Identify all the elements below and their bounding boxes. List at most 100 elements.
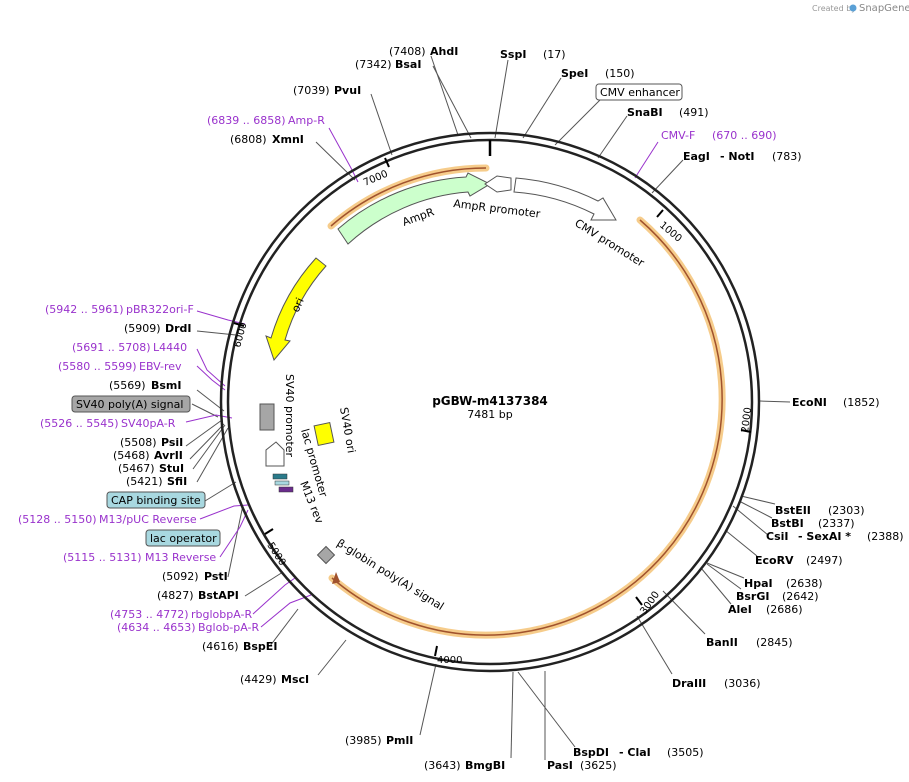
orf-arrowhead [332,572,340,584]
sexai-name[interactable]: - SexAI * [798,530,851,543]
sspi-name[interactable]: SspI [500,48,526,61]
psti-name[interactable]: PstI [204,570,228,583]
bglobin-box[interactable] [316,545,336,565]
bsmi-name[interactable]: BsmI [151,379,182,392]
plasmid-length: 7481 bp [467,408,512,421]
csii-name[interactable]: CsiI [766,530,788,543]
sv40-polya-badge[interactable]: SV40 poly(A) signal [71,395,191,413]
bsrgi-pos: (2642) [782,590,819,603]
pasi-name[interactable]: PasI [547,759,573,772]
pvui-name[interactable]: PvuI [334,84,361,97]
sspi-pos: (17) [543,48,566,61]
ori-arrow[interactable] [265,257,327,362]
bsrgi-name[interactable]: BsrGI [736,590,769,603]
econi-name[interactable]: EcoNI [792,396,827,409]
clai-name[interactable]: - ClaI [619,746,651,759]
xmni-pos: (6808) [230,133,267,146]
drdi-name[interactable]: DrdI [165,322,192,335]
rbglob-pos: (4753 .. 4772) [110,608,189,621]
brand-text: SnapGene [859,3,909,14]
xmni-name[interactable]: XmnI [272,133,304,146]
m13puc-name[interactable]: M13/pUC Reverse [99,513,197,526]
sv40-polya-box[interactable] [259,403,275,431]
sfii-name[interactable]: SfiI [167,475,187,488]
lac-operator-badge[interactable]: lac operator [145,529,221,547]
sv40-promoter-label: SV40 promoter [283,374,296,458]
sv40-ori-label: SV40 ori [337,406,358,454]
alei-name[interactable]: AleI [728,603,752,616]
avrii-name[interactable]: AvrII [154,449,183,462]
sv40par-pos: (5526 .. 5545) [40,417,119,430]
cap-binding-label: CAP binding site [111,494,201,507]
bglob-name[interactable]: Bglob-pA-R [198,621,260,634]
m13rev-name[interactable]: M13 Reverse [145,551,216,564]
eagi-pos: (783) [772,150,802,163]
sv40-promoter-arrow[interactable] [265,441,285,467]
cmv-enhancer-label: CMV enhancer [600,86,680,99]
snabi-name[interactable]: SnaBI [627,106,663,119]
bmgbi-name[interactable]: BmgBI [465,759,505,772]
spei-name[interactable]: SpeI [561,67,588,80]
hpai-name[interactable]: HpaI [744,577,773,590]
bspdi-name[interactable]: BspDI [573,746,609,759]
bstapi-pos: (4827) [157,589,194,602]
lac-operator-box[interactable] [274,480,290,486]
ecorv-name[interactable]: EcoRV [755,554,794,567]
stui-name[interactable]: StuI [159,462,184,475]
spei-pos: (150) [605,67,635,80]
ampr-primer-pos: (6839 .. 6858) [207,114,286,127]
label-leaders [185,55,791,760]
pmli-name[interactable]: PmlI [386,734,413,747]
l4440-name[interactable]: L4440 [153,341,187,354]
ampr-promoter-label: AmpR promoter [453,197,542,221]
draiii-pos: (3036) [724,677,761,690]
tick-marks [233,157,752,657]
tick-4000: 4000 [437,655,462,666]
ebvrev-pos: (5580 .. 5599) [58,360,137,373]
cmv-promoter-arrow[interactable] [513,177,617,221]
plasmid-name: pGBW-m4137384 [432,394,548,408]
sv40-ori-box[interactable] [313,421,335,447]
m13rev-pos: (5115 .. 5131) [63,551,142,564]
psii-pos: (5508) [120,436,157,449]
bspei-name[interactable]: BspEI [243,640,277,653]
draiii-name[interactable]: DraIII [672,677,706,690]
sv40par-name[interactable]: SV40pA-R [121,417,176,430]
bspei-pos: (4616) [202,640,239,653]
lac-promoter-box[interactable] [272,473,288,480]
alei-pos: (2686) [766,603,803,616]
ampr-arrow[interactable] [337,172,492,245]
ebvrev-name[interactable]: EBV-rev [139,360,182,373]
sfii-pos: (5421) [126,475,163,488]
psii-name[interactable]: PsiI [161,436,183,449]
msci-pos: (4429) [240,673,277,686]
cmv-promoter-label: CMV promoter [572,217,646,270]
bstapi-name[interactable]: BstAPI [198,589,239,602]
tick-6000: 6000 [232,321,249,348]
orf-line-top [330,167,487,227]
econi-pos: (1852) [843,396,880,409]
ampr-promoter-arrow[interactable] [484,175,512,193]
ampr-primer-name[interactable]: Amp-R [288,114,325,127]
pmli-pos: (3985) [345,734,382,747]
noti-name[interactable]: - NotI [720,150,755,163]
bstbi-name[interactable]: BstBI [771,517,804,530]
cmvf-name[interactable]: CMV-F [661,129,695,142]
cmv-enhancer-badge[interactable]: CMV enhancer [595,83,683,101]
pasi-pos: (3625) [580,759,617,772]
rbglob-name[interactable]: rbglobpA-R [191,608,252,621]
pbr322-name[interactable]: pBR322ori-F [126,303,194,316]
bsai-name[interactable]: BsaI [395,58,421,71]
backbone-outer [219,131,761,673]
msci-name[interactable]: MscI [281,673,309,686]
l4440-pos: (5691 .. 5708) [72,341,151,354]
bsteii-name[interactable]: BstEII [775,504,811,517]
ahdi-name[interactable]: AhdI [430,45,458,58]
stui-pos: (5467) [118,462,155,475]
m13-rev-box[interactable] [278,486,294,493]
cap-binding-badge[interactable]: CAP binding site [106,491,206,509]
banii-name[interactable]: BanII [706,636,738,649]
snapgene-logo-icon [849,4,857,12]
eagi-name[interactable]: EagI [683,150,710,163]
